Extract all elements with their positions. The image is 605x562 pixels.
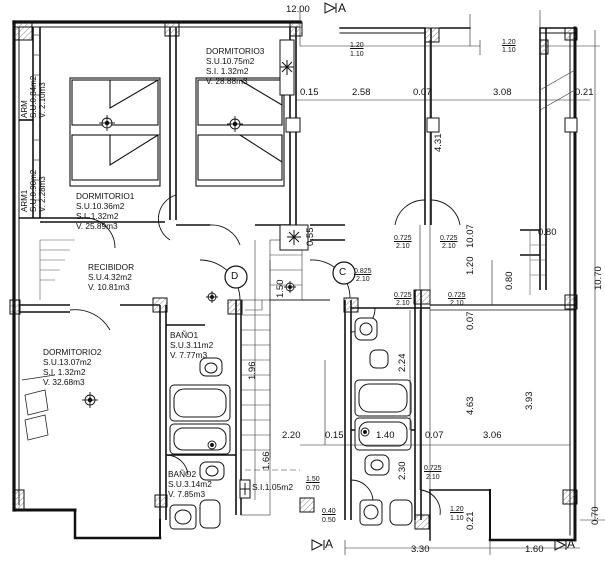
dim-463: 4.63 [465,396,476,416]
dim-160: 1.60 [525,544,544,555]
win-e1: 1.20 [450,506,464,513]
dim-1070: 10.70 [593,266,604,290]
dim-150: 1.50 [275,279,286,299]
win-d2: 0.50 [322,517,336,524]
dim-015a: 0.15 [300,87,319,98]
dim-007c: 0.07 [425,430,444,441]
section-label-bottom: A [325,537,334,551]
dimension-lines [269,99,590,490]
win-a2: 1.10 [350,51,364,58]
vent-shafts [239,39,309,499]
door-a1: 0.725 [394,235,412,242]
section-mark-top [324,2,337,14]
bed-dormitorio1 [69,77,161,187]
dim-308: 3.08 [493,87,512,98]
door-d2: 2.10 [396,300,410,307]
dim-1007: 10.07 [465,224,476,248]
win-d1: 0.40 [322,508,336,515]
dim-120: 1.20 [465,256,476,276]
dim-230: 2.30 [397,461,408,481]
dim-080a: 0.80 [538,227,557,238]
circle-c-label: C [339,267,347,278]
win-e2: 1.10 [450,515,464,522]
dim-007b: 0.07 [465,311,476,331]
dim-055: 0.55 [305,227,316,247]
landing-si: S.I.1.05m2 [252,482,294,492]
dim-021a: 0.21 [575,87,594,98]
dim-220: 2.20 [282,430,301,441]
room-arm1: ARM1 S.U.0.90m2 V. 2.28m3 [20,169,47,212]
desk-chair [21,374,56,441]
door-e2: 2.10 [450,300,464,307]
door-d1: 0.725 [394,292,412,299]
dim-007a: 0.07 [413,87,432,98]
dim-015b: 0.15 [325,430,344,441]
room-arm: ARM S.U.0.84m2 V. 2.10m3 [20,75,47,118]
dim-166: 1.66 [261,451,272,471]
dim-393: 3.93 [524,391,535,411]
room-dormitorio1: DORMITORIO1 S.U.10.36m2 S.I. 1.32m2 V. 2… [76,191,135,231]
room-dormitorio2: DORMITORIO2 S.U.13.07m2 S.I. 1.32m2 V. 3… [43,347,102,387]
section-mark-bottom-right [554,539,567,551]
door-a2: 2.10 [396,243,410,250]
bath-fixtures [169,317,413,530]
entry-stair [39,230,545,300]
dim-070: 0.70 [590,506,601,526]
room-dormitorio3: DORMITORIO3 S.U.10.75m2 S.I. 1.32m2 V. 2… [206,46,265,86]
door-c1: 0.825 [354,268,372,275]
dim-431: 4.31 [433,133,444,153]
section-label-bottom-right: A [567,537,576,551]
win-c1: 1.50 [306,476,320,483]
room-bano2: BAÑO2 S.U.3.14m2 V. 7.85m3 [168,469,212,499]
win-a1: 1.20 [350,42,364,49]
room-bano1: BAÑO1 S.U.3.11m2 V. 7.77m3 [170,330,214,360]
dim-330: 3.30 [411,544,430,555]
dim-306: 3.06 [483,430,502,441]
win-b1: 1.20 [502,39,516,46]
door-f2: 2.10 [426,474,440,481]
win-c2: 0.70 [306,485,320,492]
wardrobe-lines [33,34,576,201]
light-points [82,115,370,450]
door-e1: 0.725 [448,292,466,299]
door-swings [69,194,461,516]
section-circles [224,261,356,289]
door-c2: 2.10 [356,276,370,283]
section-mark-bottom [311,539,325,551]
bed-dormitorio3 [195,77,285,187]
door-b1: 0.725 [440,235,458,242]
circle-d-label: D [231,271,239,282]
door-f1: 0.725 [424,465,442,472]
dim-080b: 0.80 [504,271,515,291]
dim-258: 2.58 [352,87,371,98]
room-recibidor: RECIBIDOR S.U.4.32m2 V. 10.81m3 [88,262,135,292]
dim-140: 1.40 [376,430,395,441]
dim-224: 2.24 [397,353,408,373]
win-b2: 1.10 [502,47,516,54]
dim-top-total: 12.00 [286,4,310,15]
door-b2: 2.10 [442,243,456,250]
structural-columns [9,21,578,530]
dim-196: 1.96 [247,361,258,381]
section-label-top: A [338,1,347,15]
dim-021b: 0.21 [465,511,476,531]
